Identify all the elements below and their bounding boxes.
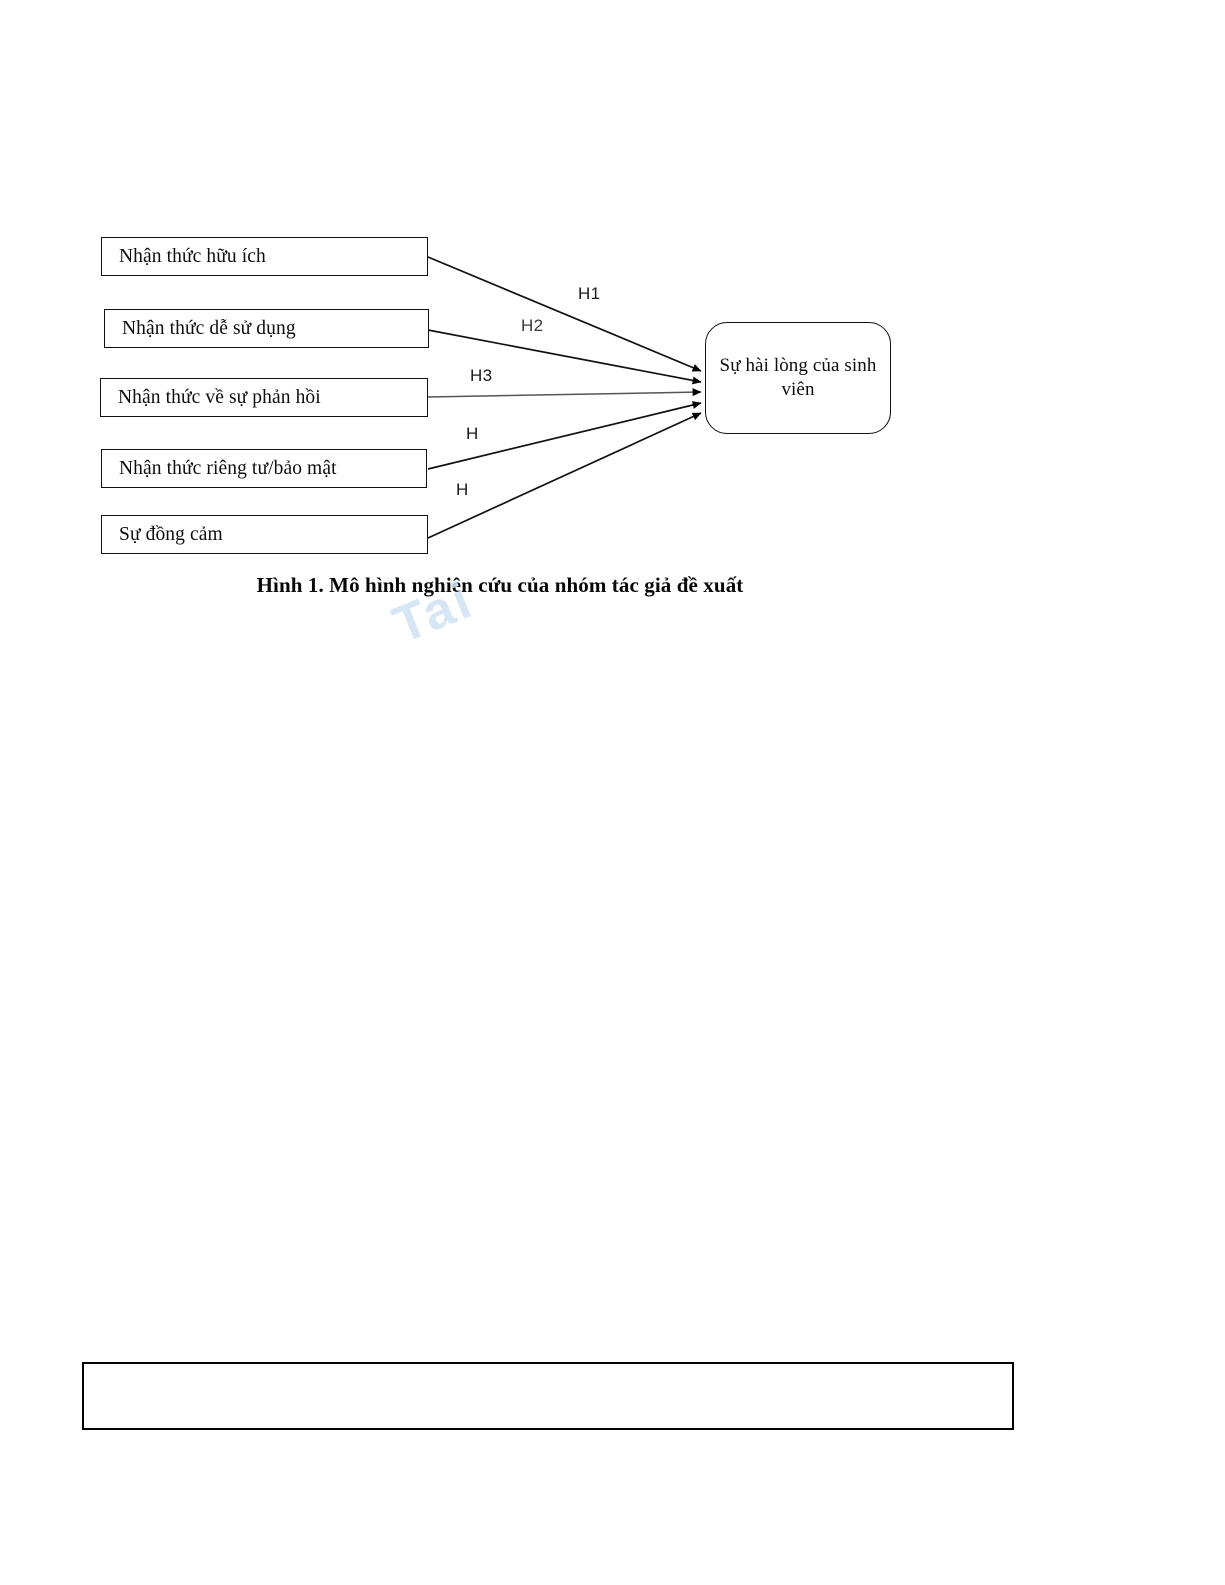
construct-box-perceived-feedback[interactable]: Nhận thức về sự phản hồi: [100, 378, 428, 417]
construct-label: Nhận thức riêng tư/bảo mật: [119, 457, 337, 479]
arrow-h1: [427, 256, 702, 372]
construct-box-student-satisfaction[interactable]: Sự hài lòng của sinh viên: [705, 322, 891, 434]
figure-caption: Hình 1. Mô hình nghiên cứu của nhóm tác …: [256, 573, 744, 597]
hypothesis-arrows-layer: [427, 256, 702, 539]
construct-label: Nhận thức hữu ích: [119, 245, 266, 267]
construct-box-empathy[interactable]: Sự đồng cảm: [101, 515, 428, 554]
arrow-h5: [427, 412, 702, 539]
construct-box-perceived-ease-of-use[interactable]: Nhận thức dễ sử dụng: [104, 309, 429, 348]
arrow-h3: [427, 388, 702, 398]
construct-box-perceived-privacy[interactable]: Nhận thức riêng tư/bảo mật: [101, 449, 427, 488]
hypothesis-label-h2: H2: [521, 316, 544, 335]
footer-frame-box: [82, 1362, 1014, 1430]
construct-label: Nhận thức dễ sử dụng: [122, 317, 296, 339]
research-model-figure: Nhận thức hữu ích Nhận thức dễ sử dụng N…: [0, 0, 1225, 700]
arrow-h2: [427, 329, 702, 385]
hypothesis-label-h3: H3: [470, 366, 493, 385]
construct-label: Sự hài lòng của sinh viên: [719, 355, 877, 400]
construct-label: Sự đồng cảm: [119, 523, 223, 545]
hypothesis-label-h4: H: [466, 424, 479, 443]
hypothesis-label-h5: H: [456, 480, 469, 499]
arrow-h4: [427, 401, 702, 470]
hypothesis-label-h1: H1: [578, 284, 601, 303]
construct-box-perceived-usefulness[interactable]: Nhận thức hữu ích: [101, 237, 428, 276]
construct-label: Nhận thức về sự phản hồi: [118, 386, 321, 408]
